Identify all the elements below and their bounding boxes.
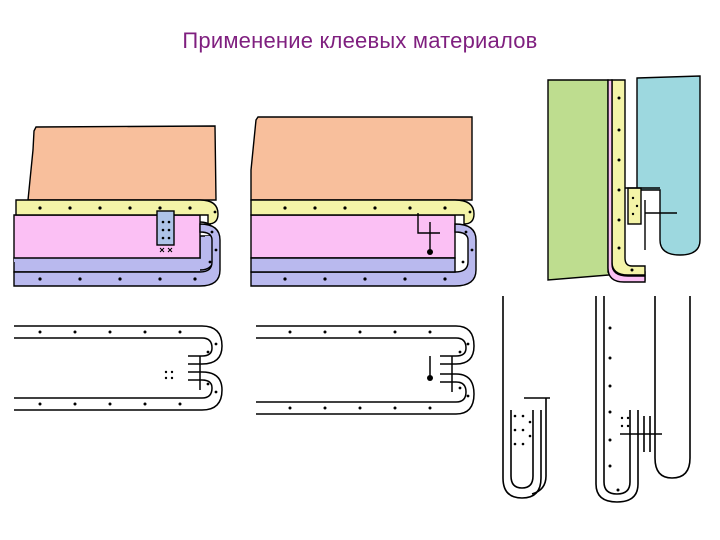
- green-panel: [547, 79, 646, 281]
- blue-layer: [250, 257, 456, 273]
- stitch-mark: [159, 247, 173, 253]
- fold-blue: [13, 223, 221, 287]
- seam-fig-2-colored: [250, 116, 477, 287]
- seam-fig-4-scheme: [14, 325, 223, 411]
- yellow-layer: [250, 199, 475, 225]
- seam-fig-3-colored-vertical: [547, 75, 701, 283]
- seam-fig-6-scheme-vertical: [502, 296, 550, 499]
- seam-fig-5-scheme: [256, 325, 475, 415]
- pink-strip: [607, 79, 646, 283]
- cyan-panel: [636, 75, 701, 256]
- adhesive-block: [627, 187, 642, 225]
- pink-layer: [250, 214, 456, 259]
- upper-layer-salmon: [27, 125, 217, 201]
- adhesive-strip: [156, 210, 175, 246]
- yellow-layer: [15, 199, 219, 225]
- seam-fig-7-scheme-vertical: [595, 296, 691, 503]
- seam-fig-1-colored: [13, 125, 221, 287]
- upper-layer-salmon: [250, 116, 473, 201]
- seam-lines: [625, 187, 677, 250]
- adhesive-edge: [417, 213, 440, 250]
- slide-title: Применение клеевых материалов: [182, 28, 538, 53]
